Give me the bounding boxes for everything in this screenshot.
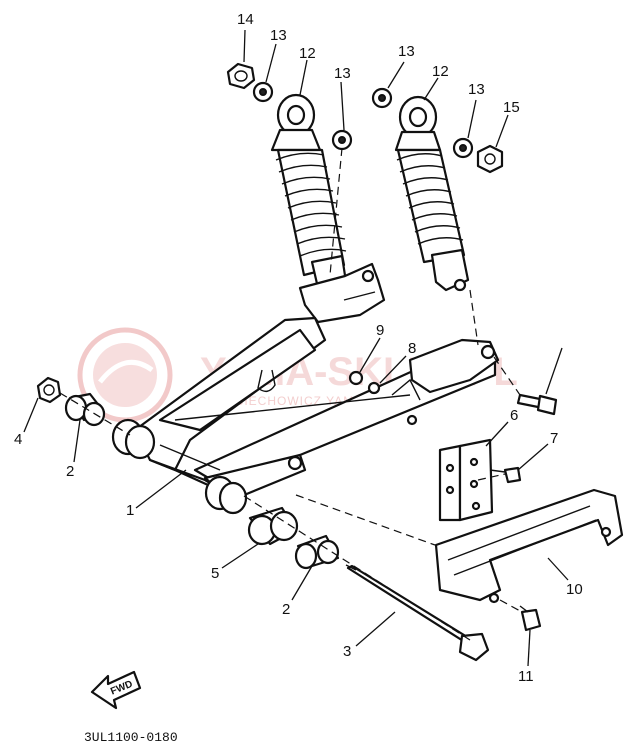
callout-2-lower: 2: [282, 601, 290, 618]
callout-3: 3: [343, 643, 351, 660]
bolt-11: [519, 605, 542, 632]
callout-7: 7: [550, 430, 558, 447]
shock-absorber-left: [270, 93, 348, 290]
callout-10: 10: [566, 581, 583, 598]
assembly-lines: [59, 147, 523, 641]
washer-13-a: [252, 81, 274, 103]
swing-arm: [111, 262, 500, 515]
callout-2-left: 2: [66, 463, 74, 480]
callout-8: 8: [408, 340, 416, 357]
callout-4: 4: [14, 431, 22, 448]
leader-lines: [23, 29, 569, 667]
pivot-shaft-3: [345, 564, 490, 662]
callout-labels: 14 13 12 13 13 12 13 15 8 9 6 7 10 11 3 …: [14, 11, 583, 685]
washer-13-c: [371, 87, 393, 109]
callout-12-left: 12: [299, 45, 316, 62]
bracket-6: [438, 438, 494, 522]
callout-11: 11: [518, 668, 534, 685]
bushing-2-lower: [294, 534, 340, 570]
chain-guard-10: [434, 488, 624, 604]
callout-6: 6: [510, 407, 518, 424]
drawing-code: 3UL1100-0180: [84, 730, 178, 745]
callout-14-top-left: 14: [237, 11, 254, 28]
shock-absorber-right: [394, 95, 470, 292]
callout-12-right: 12: [432, 63, 449, 80]
callout-13-d: 13: [468, 81, 485, 98]
callout-1: 1: [126, 502, 134, 519]
bolt-7: [489, 466, 522, 484]
nut-4: [36, 376, 62, 404]
callout-13-b: 13: [334, 65, 351, 82]
callout-13-a: 13: [270, 27, 287, 44]
bushing-2-left: [64, 392, 106, 427]
callout-5: 5: [211, 565, 219, 582]
fwd-arrow-icon: FWD: [90, 670, 142, 710]
washer-8: [367, 381, 381, 395]
callout-14-right: 15: [503, 99, 520, 116]
washer-13-d: [452, 137, 474, 159]
nut-9: [348, 370, 364, 386]
callout-9: 9: [376, 322, 384, 339]
bushing-5: [247, 506, 299, 546]
callout-13-c: 13: [398, 43, 415, 60]
nut-14-left: [226, 62, 256, 90]
nut-14-right: [476, 144, 504, 174]
washer-13-b: [331, 129, 353, 151]
bolt-15: [516, 393, 558, 416]
